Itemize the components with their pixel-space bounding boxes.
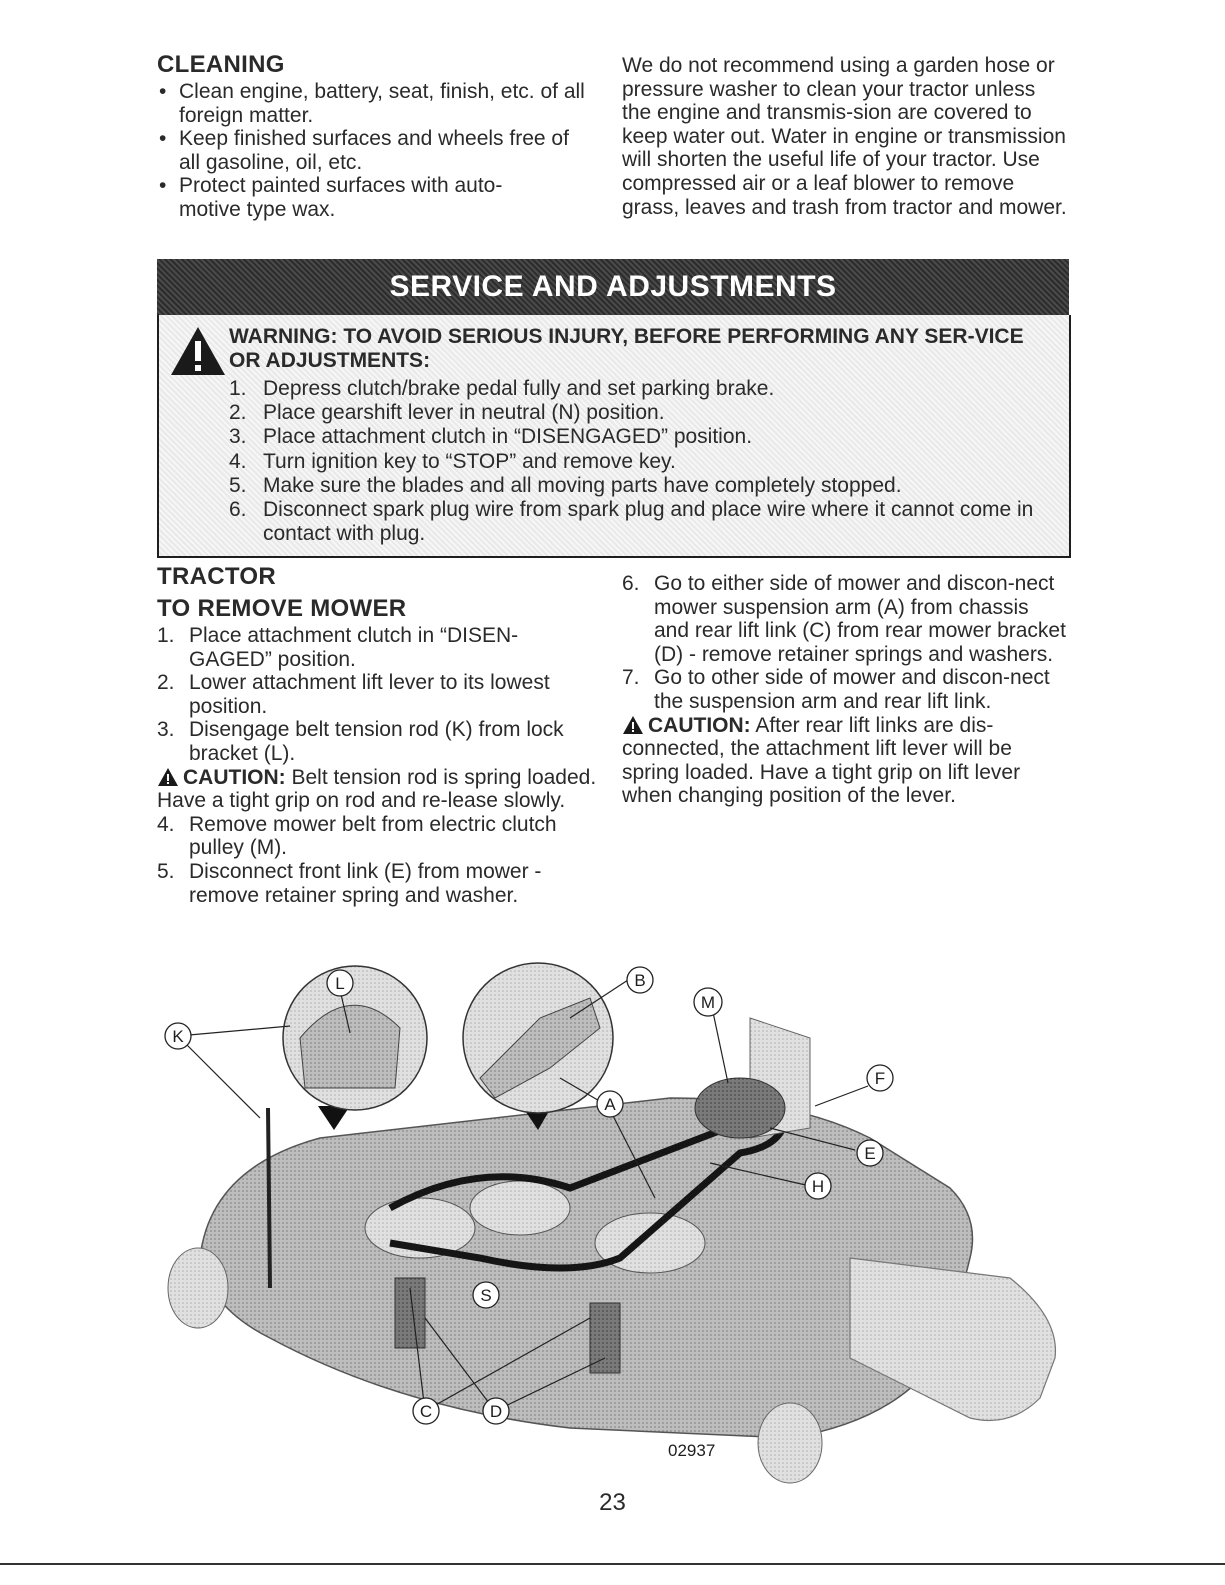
svg-text:C: C: [420, 1402, 432, 1421]
svg-text:E: E: [864, 1144, 875, 1163]
callout-L: L: [326, 969, 354, 997]
svg-text:B: B: [634, 971, 645, 990]
warning-step: 1.Depress clutch/brake pedal fully and s…: [229, 377, 775, 400]
tractor-left-column: TRACTOR TO REMOVE MOWER 1.Place attachme…: [157, 564, 597, 907]
caution-triangle-icon: [158, 767, 178, 786]
pointer-arrow: [318, 1106, 350, 1130]
remove-step: 5.Disconnect front link (E) from mower -…: [157, 859, 542, 907]
svg-text:H: H: [812, 1177, 824, 1196]
lock-bracket-detail: [299, 1004, 401, 1089]
svg-text:F: F: [875, 1069, 885, 1088]
svg-text:K: K: [172, 1027, 184, 1046]
page-number: 23: [599, 1489, 626, 1516]
figure-number: 02937: [668, 1441, 715, 1460]
cleaning-paragraph: We do not recommend using a garden hose …: [622, 54, 1067, 219]
remove-step: 6.Go to either side of mower and discon-…: [622, 572, 1066, 666]
svg-text:A: A: [604, 1095, 616, 1114]
callout-S: S: [472, 1281, 500, 1309]
cleaning-paragraph-column: We do not recommend using a garden hose …: [622, 54, 1067, 219]
warning-step: 5.Make sure the blades and all moving pa…: [229, 473, 902, 497]
belt-tension-rod: [266, 1107, 272, 1289]
callout-D: D: [482, 1397, 510, 1425]
service-adjustments-banner: SERVICE AND ADJUSTMENTS: [157, 259, 1069, 315]
pulley-center: [469, 1180, 571, 1236]
callout-A: A: [596, 1090, 624, 1118]
remove-step: 7.Go to other side of mower and discon-n…: [622, 666, 1050, 713]
svg-text:S: S: [480, 1286, 491, 1305]
suspension-arm-detail: [479, 997, 601, 1099]
warning-steps: 1.Depress clutch/brake pedal fully and s…: [229, 377, 1059, 546]
remove-step: 2.Lower attachment lift lever to its low…: [157, 671, 550, 718]
cleaning-bullet: Keep finished surfaces and wheels free o…: [157, 127, 587, 174]
warning-title: WARNING: TO AVOID SERIOUS INJURY, BEFORE…: [229, 325, 1024, 372]
warning-step: 6.Disconnect spark plug wire from spark …: [229, 498, 1034, 546]
callout-F: F: [866, 1064, 894, 1092]
bottom-rule: [0, 1563, 1225, 1565]
cleaning-section: CLEANING Clean engine, battery, seat, fi…: [157, 52, 587, 222]
cleaning-bullet: Protect painted surfaces with auto-motiv…: [157, 174, 539, 221]
svg-text:M: M: [701, 993, 715, 1012]
caution-triangle-icon: [623, 715, 643, 734]
discharge-chute: [849, 1257, 1057, 1422]
banner-title: SERVICE AND ADJUSTMENTS: [389, 270, 837, 303]
warning-step: 3.Place attachment clutch in “DISENGAGED…: [229, 425, 753, 449]
left-gauge-wheel: [167, 1247, 229, 1329]
right-gauge-wheel: [757, 1402, 823, 1484]
caution-lift-lever: CAUTION: After rear lift links are dis-c…: [622, 713, 1021, 808]
electric-clutch: [694, 1077, 786, 1139]
tractor-heading: TRACTOR: [157, 563, 276, 590]
rear-bracket-left: [394, 1277, 426, 1349]
mower-deck-diagram: L K B M A F E H S C D 02937: [164, 962, 1057, 1484]
cleaning-heading: CLEANING: [157, 51, 285, 78]
warning-box: WARNING: TO AVOID SERIOUS INJURY, BEFORE…: [157, 315, 1071, 558]
svg-text:L: L: [335, 974, 344, 993]
remove-step: 4.Remove mower belt from electric clutch…: [157, 812, 557, 860]
callout-E: E: [856, 1139, 884, 1167]
callout-B: B: [626, 966, 654, 994]
callout-M: M: [693, 987, 723, 1017]
caution-belt-rod: CAUTION: Belt tension rod is spring load…: [157, 765, 597, 813]
remove-mower-heading: TO REMOVE MOWER: [157, 595, 407, 622]
callout-K: K: [164, 1022, 192, 1050]
svg-text:D: D: [490, 1402, 502, 1421]
remove-step: 1.Place attachment clutch in “DISEN-GAGE…: [157, 624, 519, 671]
cleaning-bullet: Clean engine, battery, seat, finish, etc…: [157, 80, 587, 127]
warning-step: 2.Place gearshift lever in neutral (N) p…: [229, 401, 665, 425]
warning-triangle-icon: [171, 327, 225, 375]
callout-H: H: [804, 1172, 832, 1200]
tractor-right-column: 6.Go to either side of mower and discon-…: [622, 572, 1067, 808]
rear-bracket-right: [589, 1302, 621, 1374]
warning-step: 4.Turn ignition key to “STOP” and remove…: [229, 449, 676, 473]
callout-C: C: [412, 1397, 440, 1425]
remove-step: 3.Disengage belt tension rod (K) from lo…: [157, 718, 564, 765]
